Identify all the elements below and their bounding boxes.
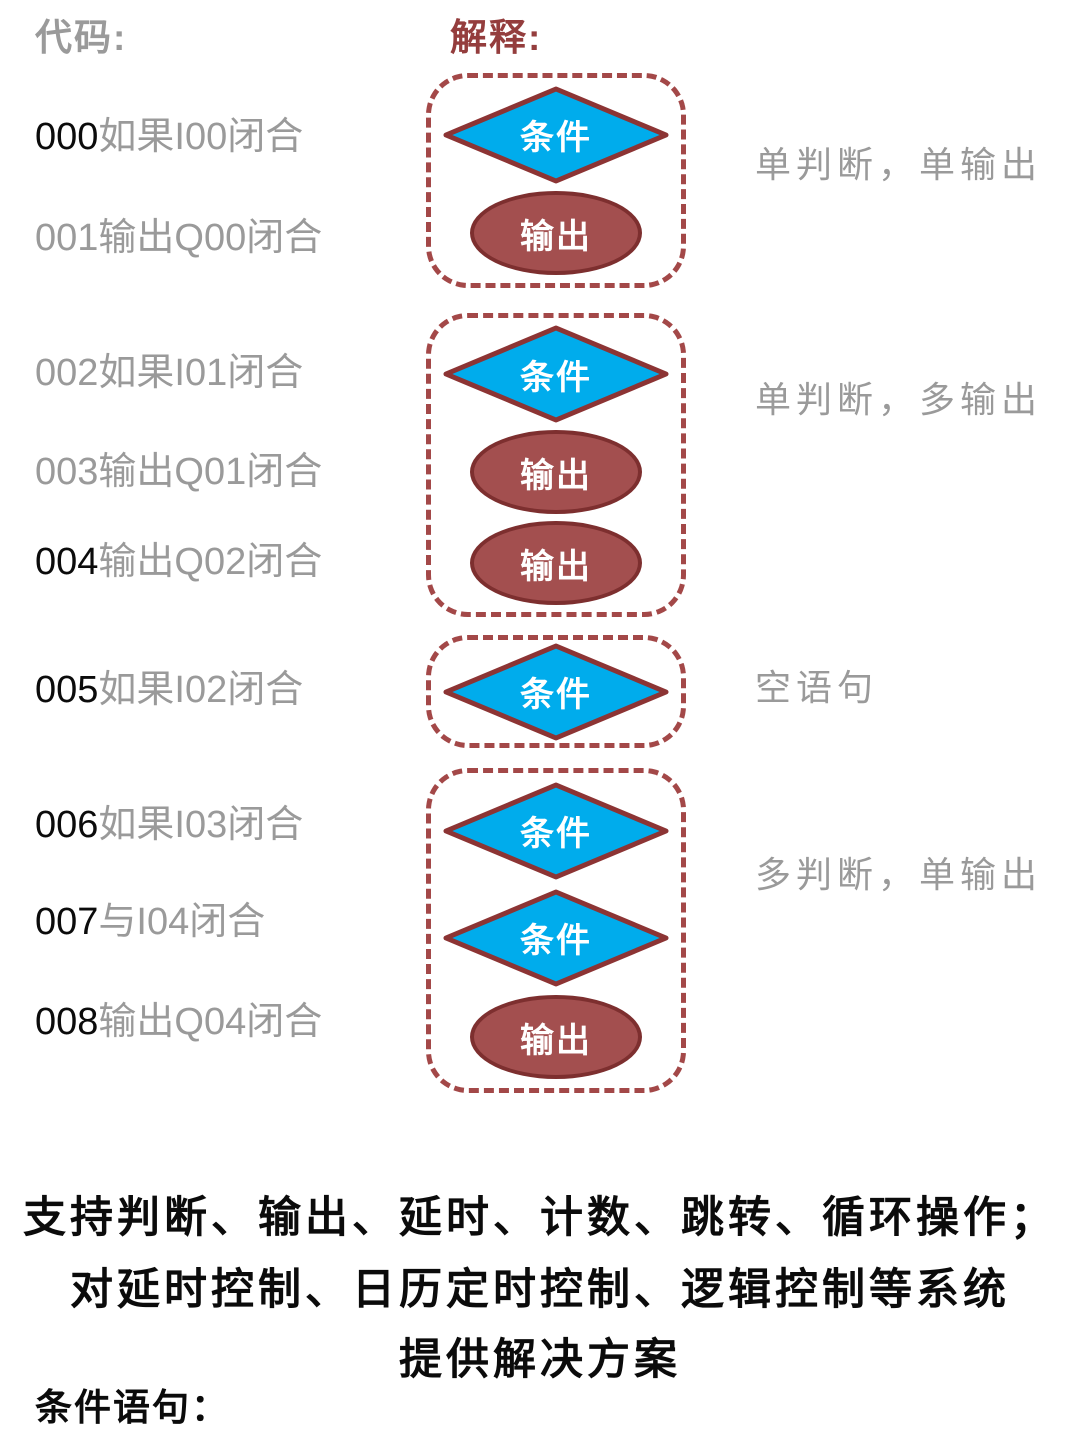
footer-control-systems: 对延时控制、日历定时控制、逻辑控制等系统 bbox=[70, 1266, 1010, 1314]
code-line-number: 002 bbox=[35, 352, 99, 394]
code-line-number: 008 bbox=[35, 1001, 99, 1043]
flow-box-empty-statement: 条件 bbox=[426, 635, 686, 748]
flow-box-single-judge-multi-output: 条件 输出 输出 bbox=[426, 313, 686, 617]
condition-diamond-shape: 条件 bbox=[443, 325, 669, 423]
footer-condition-statement-heading: 条件语句： bbox=[35, 1387, 230, 1428]
diamond-icon bbox=[443, 643, 669, 740]
code-line-text: 输出Q00闭合 bbox=[98, 217, 323, 259]
condition-diamond-shape: 条件 bbox=[443, 643, 669, 741]
output-label: 输出 bbox=[520, 217, 592, 256]
code-line-006: 006如果I03闭合 bbox=[35, 801, 303, 849]
code-line-number: 001 bbox=[35, 217, 99, 259]
code-line-text: 如果I00闭合 bbox=[98, 116, 304, 158]
condition-diamond-shape: 条件 bbox=[443, 782, 669, 880]
footer-supported-operations: 支持判断、输出、延时、计数、跳转、循环操作； bbox=[23, 1194, 1057, 1242]
condition-label: 条件 bbox=[520, 815, 592, 854]
code-line-number: 006 bbox=[35, 804, 99, 846]
output-ellipse-shape: 输出 bbox=[470, 191, 642, 276]
flow-box-multi-judge-single-output: 条件 条件 输出 bbox=[426, 768, 686, 1093]
diamond-icon bbox=[443, 889, 669, 986]
output-ellipse-shape: 输出 bbox=[470, 995, 642, 1080]
diamond-icon bbox=[443, 325, 669, 423]
explanation-multi-judge-single-output: 多判断，单输出 bbox=[755, 854, 1043, 895]
condition-diamond-shape: 条件 bbox=[443, 86, 669, 184]
explain-column-header: 解释: bbox=[450, 17, 543, 58]
code-column-header: 代码: bbox=[35, 17, 128, 58]
code-line-text: 如果I01闭合 bbox=[98, 352, 304, 394]
code-line-008: 008输出Q04闭合 bbox=[35, 998, 322, 1046]
condition-label: 条件 bbox=[520, 358, 592, 397]
condition-diamond-shape: 条件 bbox=[443, 889, 669, 987]
code-line-text: 如果I02闭合 bbox=[98, 669, 304, 711]
output-label: 输出 bbox=[520, 456, 592, 495]
code-line-003: 003输出Q01闭合 bbox=[35, 448, 322, 496]
explanation-single-judge-multi-output: 单判断，多输出 bbox=[755, 379, 1043, 420]
code-line-005: 005如果I02闭合 bbox=[35, 666, 303, 714]
output-ellipse-shape: 输出 bbox=[470, 430, 642, 514]
code-line-number: 007 bbox=[35, 901, 99, 943]
code-line-000: 000如果I00闭合 bbox=[35, 113, 303, 161]
code-line-text: 如果I03闭合 bbox=[98, 804, 304, 846]
diamond-icon bbox=[443, 86, 669, 184]
code-line-text: 输出Q02闭合 bbox=[98, 541, 323, 583]
code-line-text: 输出Q04闭合 bbox=[98, 1001, 323, 1043]
output-label: 输出 bbox=[520, 1021, 592, 1060]
flow-box-single-judge-single-output: 条件 输出 bbox=[426, 73, 686, 288]
code-line-number: 003 bbox=[35, 451, 99, 493]
code-line-number: 004 bbox=[35, 541, 99, 583]
code-line-001: 001输出Q00闭合 bbox=[35, 214, 322, 262]
condition-label: 条件 bbox=[520, 119, 592, 158]
code-line-text: 与I04闭合 bbox=[98, 901, 266, 943]
diamond-icon bbox=[443, 782, 669, 880]
condition-label: 条件 bbox=[520, 676, 592, 714]
condition-label: 条件 bbox=[520, 922, 592, 960]
code-line-number: 000 bbox=[35, 116, 99, 158]
explanation-empty-statement: 空语句 bbox=[755, 667, 879, 708]
code-line-number: 005 bbox=[35, 669, 99, 711]
output-ellipse-shape: 输出 bbox=[470, 521, 642, 605]
code-line-007: 007与I04闭合 bbox=[35, 898, 265, 946]
code-line-002: 002如果I01闭合 bbox=[35, 349, 303, 397]
output-label: 输出 bbox=[520, 547, 592, 586]
code-line-text: 输出Q01闭合 bbox=[98, 451, 323, 493]
code-line-004: 004输出Q02闭合 bbox=[35, 538, 322, 586]
explanation-single-judge-single-output: 单判断，单输出 bbox=[755, 144, 1043, 185]
footer-provide-solution: 提供解决方案 bbox=[399, 1336, 681, 1384]
